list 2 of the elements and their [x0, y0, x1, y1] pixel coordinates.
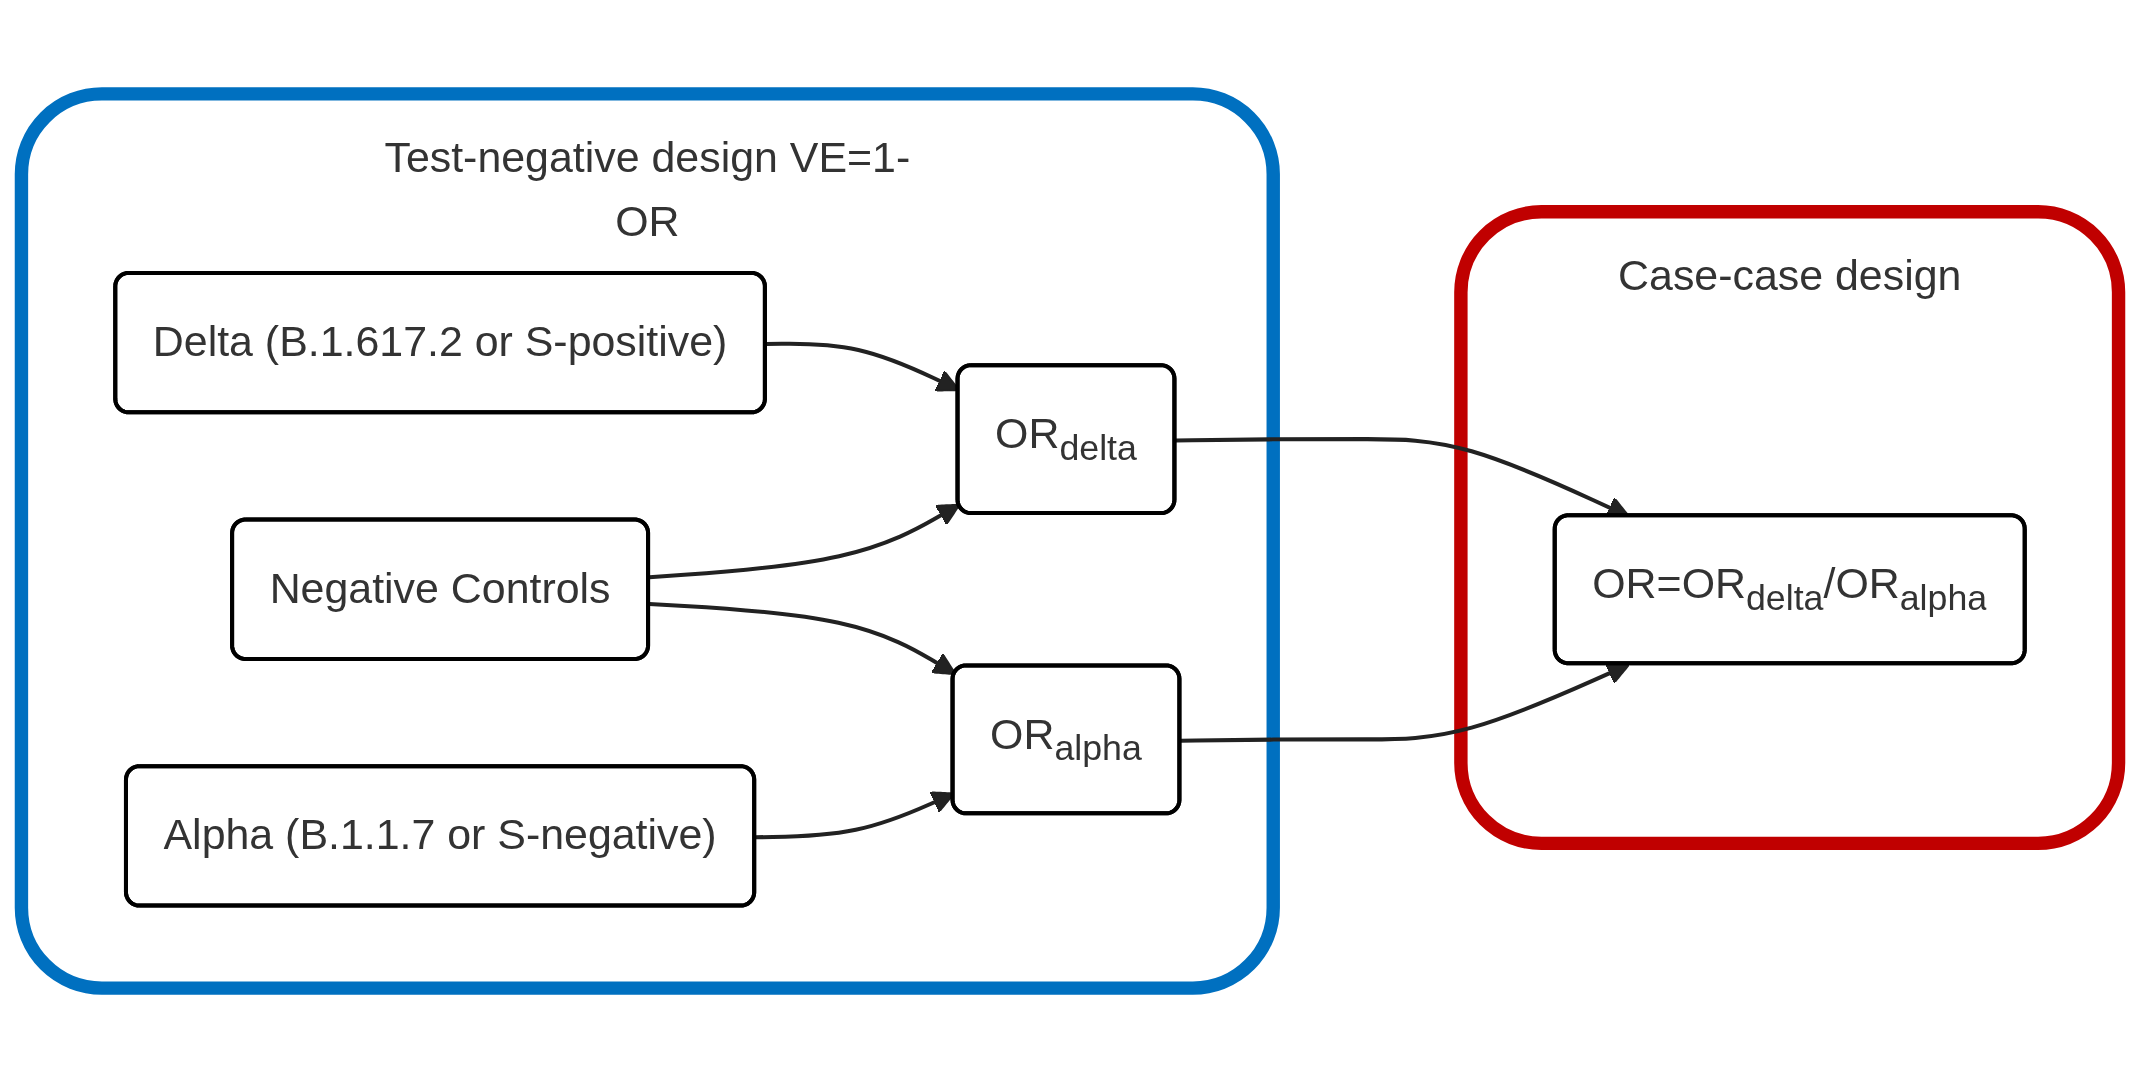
arrow	[649, 503, 961, 580]
arrow	[649, 601, 957, 676]
